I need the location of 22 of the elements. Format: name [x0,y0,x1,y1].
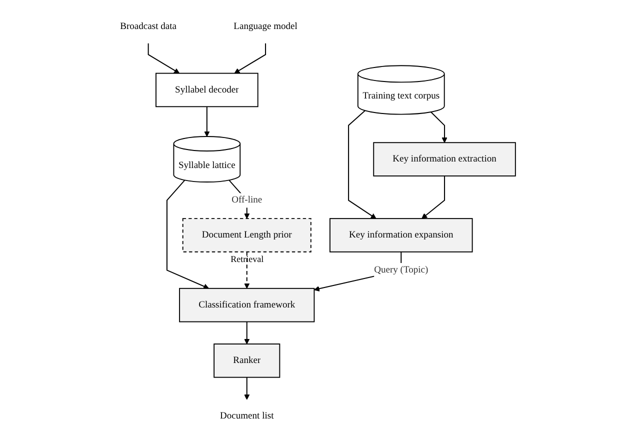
node-box: Key information extraction [373,142,516,176]
node-caption: Retrieval [230,254,264,264]
arrow [244,377,250,400]
arrow [204,106,210,137]
arrow [244,322,250,344]
node-text: Document list [220,410,274,422]
node-text: Broadcast data [120,22,177,32]
node-text: Language model [234,22,298,32]
arrow [348,110,377,219]
arrow [234,43,266,74]
node-box: Key information expansion [330,218,474,252]
node-box: Classification framework [179,288,315,322]
node-box: Document Length prior [182,218,312,252]
edge-label: Query (Topic) [374,264,428,276]
arrow [166,180,210,289]
arrow [430,112,448,143]
arrow [422,176,446,219]
edge-label: Off-line [232,195,262,206]
node-box: Syllabel decoder [156,72,259,108]
node-box: Ranker [214,344,280,378]
arrow [244,252,250,289]
arrow [148,43,180,74]
